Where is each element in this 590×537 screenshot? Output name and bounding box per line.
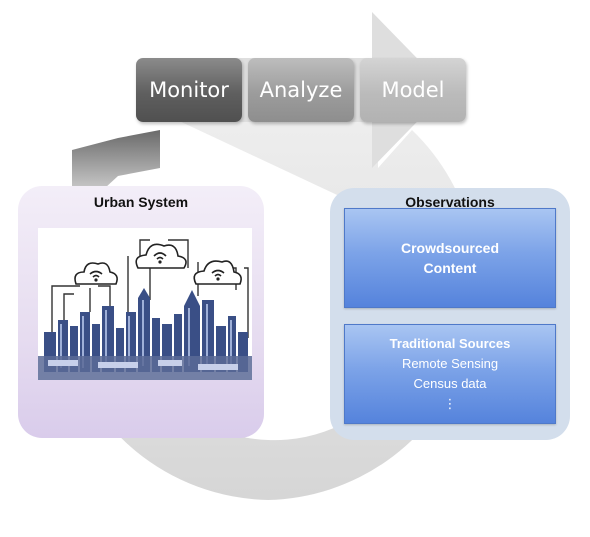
city-skyline-icon	[38, 228, 252, 380]
stage-monitor: Monitor	[136, 58, 242, 122]
traditional-item-ellipsis: ⋮	[443, 396, 457, 411]
urban-system-panel: Urban System	[18, 186, 264, 438]
traditional-item-census-data: Census data	[413, 376, 487, 391]
stage-analyze: Analyze	[248, 58, 354, 122]
traditional-item-remote-sensing: Remote Sensing	[401, 356, 499, 371]
observations-title: Observations	[405, 194, 495, 210]
stage-model: Model	[360, 58, 466, 122]
crowdsourced-line1: Crowdsourced	[400, 240, 499, 256]
traditional-sources-box: Traditional Sources Remote Sensing Censu…	[344, 324, 556, 424]
traditional-sources-title: Traditional Sources	[389, 336, 511, 351]
stage-model-label: Model	[381, 78, 445, 102]
stage-analyze-label: Analyze	[259, 78, 343, 102]
crowdsourced-line2: Content	[423, 260, 477, 276]
stage-monitor-label: Monitor	[149, 78, 229, 102]
upward-arrow	[72, 130, 160, 200]
observations-panel: Observations Crowdsourced Content Tradit…	[330, 188, 570, 440]
urban-system-title: Urban System	[93, 194, 189, 210]
crowdsourced-content-box: Crowdsourced Content	[344, 208, 556, 308]
